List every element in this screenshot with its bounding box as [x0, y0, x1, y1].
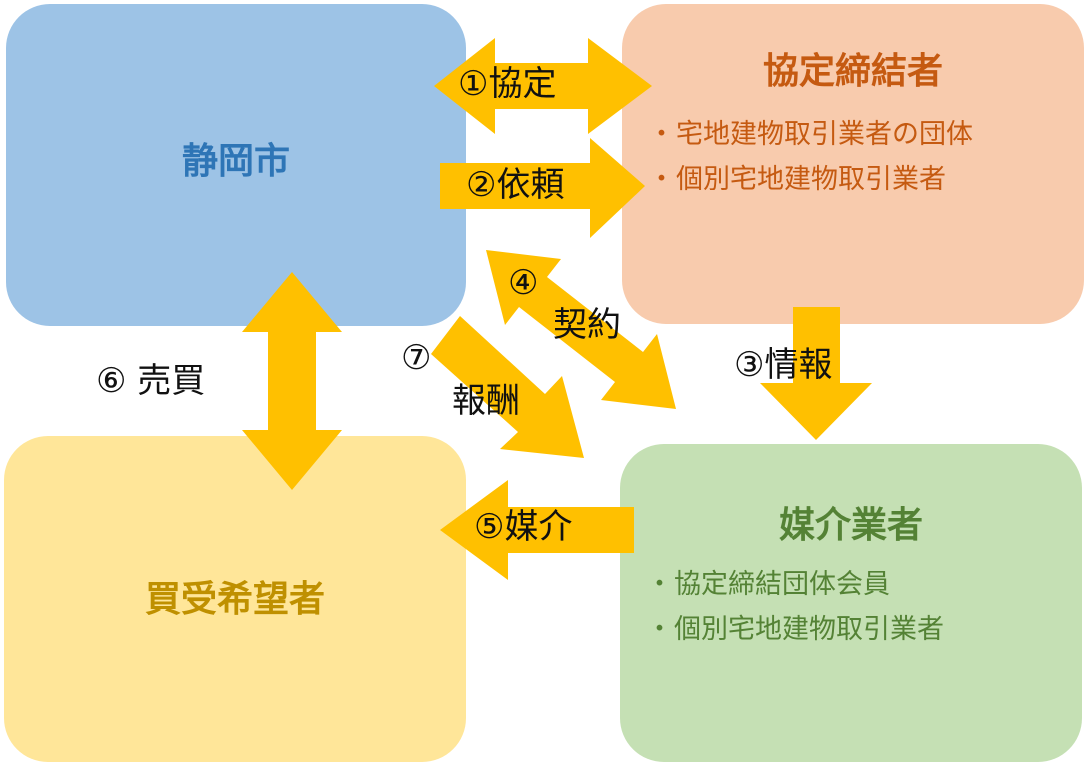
node-prospective-buyer: 買受希望者: [4, 436, 466, 762]
list-item-text: 個別宅地建物取引業者: [674, 614, 944, 645]
list-item: ・協定締結団体会員: [646, 562, 1022, 607]
node-title: 協定締結者: [762, 51, 943, 92]
mediation-arrow: [440, 480, 634, 580]
node-agreement-signatory: 協定締結者 ・宅地建物取引業者の団体 ・個別宅地建物取引業者: [622, 4, 1084, 324]
info-arrow: [760, 307, 872, 440]
info-label: ③情報: [734, 345, 833, 385]
node-item-list: ・協定締結団体会員 ・個別宅地建物取引業者: [646, 562, 1022, 652]
fee-label: 報酬: [452, 381, 520, 421]
contract-label: 契約: [553, 305, 621, 345]
node-title: 買受希望者: [144, 579, 325, 620]
fee-arrow: [431, 316, 584, 458]
sale-label: ⑥ 売買: [96, 361, 206, 401]
bullet-icon: ・: [646, 569, 673, 600]
node-title: 静岡市: [181, 141, 290, 182]
list-item-text: 協定締結団体会員: [674, 569, 890, 600]
node-title: 媒介業者: [778, 505, 923, 546]
list-item-text: 宅地建物取引業者の団体: [676, 119, 973, 150]
list-item: ・宅地建物取引業者の団体: [648, 112, 1036, 157]
bullet-icon: ・: [648, 164, 675, 195]
request-arrow: [440, 138, 645, 238]
list-item: ・個別宅地建物取引業者: [648, 157, 1036, 202]
request-label: ②依頼: [466, 165, 565, 205]
contract-arrow: [486, 250, 676, 409]
bullet-icon: ・: [648, 119, 675, 150]
bullet-icon: ・: [646, 614, 673, 645]
node-shizuoka-city: 静岡市: [6, 4, 466, 326]
list-item: ・個別宅地建物取引業者: [646, 607, 1022, 652]
list-item-text: 個別宅地建物取引業者: [676, 164, 946, 195]
node-item-list: ・宅地建物取引業者の団体 ・個別宅地建物取引業者: [648, 112, 1036, 202]
node-broker: 媒介業者 ・協定締結団体会員 ・個別宅地建物取引業者: [620, 444, 1082, 762]
sale-arrow: [242, 272, 342, 490]
contract-number-label: ④: [508, 263, 539, 303]
fee-number-label: ⑦: [401, 338, 432, 378]
agreement-arrow: [434, 38, 652, 134]
mediation-label: ⑤媒介: [474, 507, 573, 547]
agreement-label: ①協定: [458, 64, 557, 104]
